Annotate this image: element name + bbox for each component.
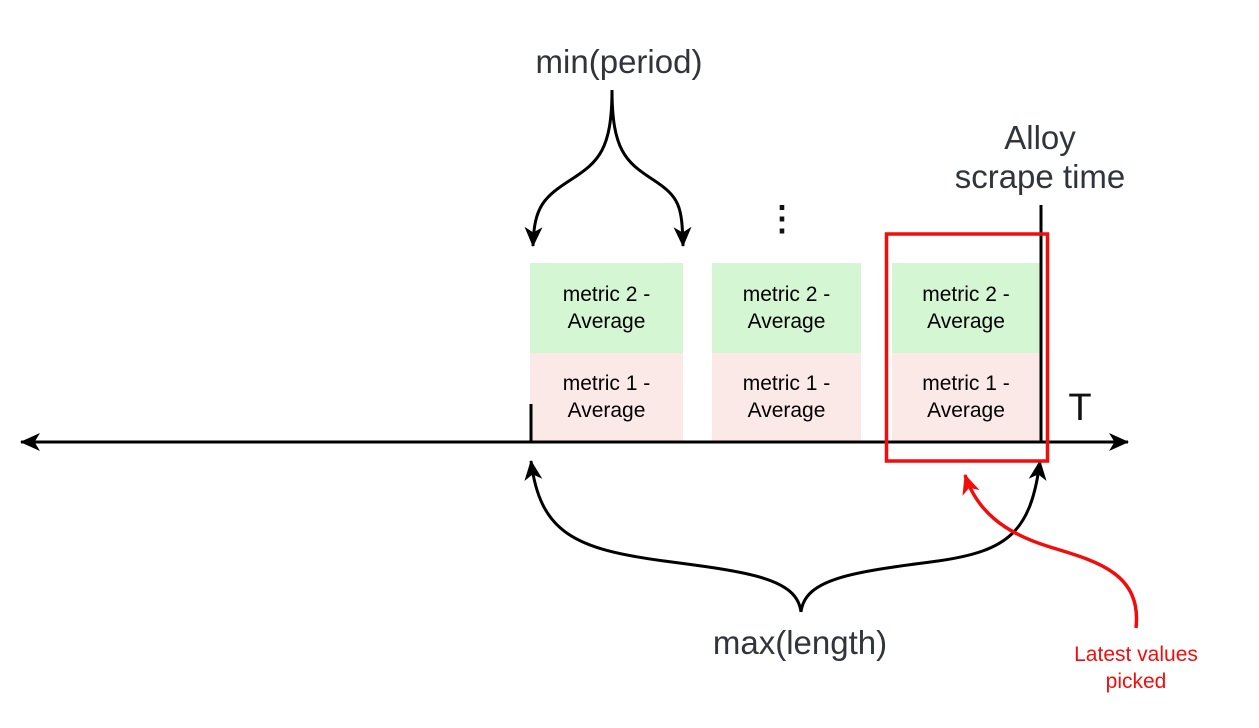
t-axis-label: T <box>1068 387 1092 429</box>
metric1-box-3: metric 1 - Average <box>892 353 1040 441</box>
alloy-scrape-time-line1: Alloy <box>1004 119 1076 156</box>
min-period-brace-right <box>610 89 692 247</box>
alloy-scrape-time-label: Alloy scrape time <box>890 118 1190 196</box>
vertical-ellipsis-icon: ⋮ <box>765 200 799 238</box>
latest-values-arrow <box>962 474 1139 629</box>
min-period-brace-left <box>524 89 614 247</box>
max-length-brace-right <box>799 460 1047 613</box>
max-length-brace-left <box>524 460 803 613</box>
min-period-label: min(period) <box>535 43 703 80</box>
max-length-label: max(length) <box>712 624 888 661</box>
metric1-box-1: metric 1 - Average <box>530 353 683 441</box>
metric2-box-2: metric 2 - Average <box>712 263 861 353</box>
metric2-box-3: metric 2 - Average <box>892 263 1040 353</box>
alloy-scrape-time-line2: scrape time <box>954 158 1126 195</box>
metric1-box-2: metric 1 - Average <box>712 353 861 441</box>
latest-values-line2: picked <box>1105 670 1167 693</box>
latest-values-label: Latest values picked <box>1046 641 1226 695</box>
metric2-box-1: metric 2 - Average <box>530 263 683 353</box>
latest-values-line1: Latest values <box>1074 643 1198 666</box>
